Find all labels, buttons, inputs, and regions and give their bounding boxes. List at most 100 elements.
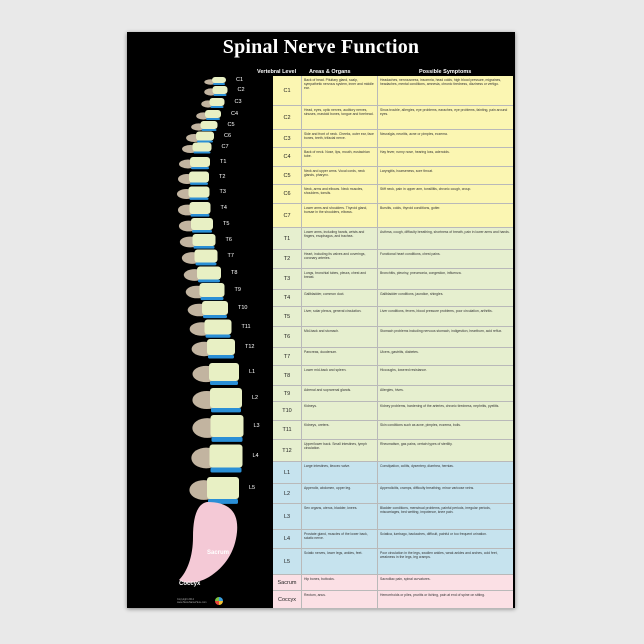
cell-level: T9 xyxy=(273,386,302,401)
vertebra xyxy=(210,388,242,408)
cell-level: C5 xyxy=(273,167,302,184)
header-level: Vertebral Level xyxy=(257,69,297,75)
disc xyxy=(210,467,242,473)
vertebra xyxy=(209,444,243,468)
cell-symptoms: Sinus trouble, allergies, eye problems, … xyxy=(380,108,508,116)
vertebra xyxy=(188,186,210,198)
cell-level: L4 xyxy=(273,530,302,548)
disc xyxy=(198,279,220,283)
vertebra xyxy=(199,283,225,297)
vertebra xyxy=(209,363,239,381)
disc xyxy=(208,355,234,359)
cell-symptoms: Hemorrhoids or piles, pruritis or itchin… xyxy=(380,593,485,597)
cell-level: C3 xyxy=(273,130,302,147)
cell-symptoms: Appendicitis, cramps, difficulty breathi… xyxy=(380,486,475,490)
table-headers: Vertebral Level Areas & Organs Possible … xyxy=(257,68,497,78)
vertebra xyxy=(190,157,210,167)
header-areas: Areas & Organs xyxy=(309,69,351,75)
disc xyxy=(191,167,209,170)
vertebra xyxy=(210,415,244,437)
vertebra xyxy=(212,77,226,83)
disc xyxy=(205,334,231,338)
vertebra-label: T2 xyxy=(219,174,226,180)
coccyx-label: Coccyx xyxy=(179,581,201,587)
cell-level: T1 xyxy=(273,228,302,249)
spine-illustration xyxy=(176,77,244,583)
cell-level: Coccyx xyxy=(273,591,302,608)
vertebra xyxy=(196,131,214,141)
vertebra-label: C6 xyxy=(224,133,232,139)
cell-areas: Back of neck. Nose, lips, mouth, eustach… xyxy=(302,148,378,166)
cell-areas: Neck and upper arms. Vocal cords, neck g… xyxy=(302,167,378,184)
cell-areas: Lower mid-back and spleen. xyxy=(302,366,378,385)
cell-symptoms: Bronchitis, pleurisy, pneumonia, congest… xyxy=(380,271,462,275)
cell-areas: Rectum, anus. xyxy=(302,591,378,608)
disc xyxy=(203,315,227,319)
vertebra-label: L5 xyxy=(249,485,256,491)
cell-areas: Gallbladder, common duct. xyxy=(302,290,378,306)
cell-symptoms: Kidney problems, hardening of the arteri… xyxy=(380,404,500,408)
disc xyxy=(213,94,227,96)
cell-areas: Prostate gland, muscles of the lower bac… xyxy=(302,530,378,548)
disc xyxy=(211,437,243,442)
cell-areas: Head, eyes, optic nerves, auditory nerve… xyxy=(302,106,378,129)
cell-areas: Kidneys, ureters. xyxy=(302,421,378,439)
disc xyxy=(190,182,208,185)
cell-level: T7 xyxy=(273,348,302,365)
cell-level: C7 xyxy=(273,204,302,227)
vertebra xyxy=(191,218,213,230)
cell-areas: Neck, arms and elbows. Neck muscles, sho… xyxy=(302,185,378,203)
disc xyxy=(210,381,238,385)
cell-level: L3 xyxy=(273,504,302,529)
vertebra-label: T10 xyxy=(238,305,248,311)
vertebra-label: T1 xyxy=(220,159,227,165)
vertebra xyxy=(205,110,221,118)
sacrum-bone xyxy=(179,502,238,583)
vertebra xyxy=(192,234,216,246)
vertebra xyxy=(189,202,211,214)
cell-symptoms: Hay fever, runny nose, hearing loss, ade… xyxy=(380,150,450,154)
vertebra xyxy=(194,249,218,263)
cell-symptoms: Gallbladder conditions, jaundice, shingl… xyxy=(380,292,444,296)
page-title: Spinal Nerve Function xyxy=(222,36,420,58)
cell-level: T2 xyxy=(273,250,302,268)
disc xyxy=(197,140,213,143)
cell-symptoms: Skin conditions such as acne, pimples, e… xyxy=(380,423,461,427)
vertebra-label: T12 xyxy=(245,344,255,350)
vertebra xyxy=(192,142,212,152)
disc xyxy=(206,118,220,120)
disc xyxy=(210,106,224,108)
header-symptoms: Possible Symptoms xyxy=(419,69,472,75)
vertebra xyxy=(212,86,228,94)
cell-level: T5 xyxy=(273,307,302,326)
cell-level: C4 xyxy=(273,148,302,166)
vertebra-label: T6 xyxy=(225,237,232,243)
cell-level: T6 xyxy=(273,327,302,347)
vertebra-label: L2 xyxy=(252,395,259,401)
copyright-text: Copyright 2012 www.StoreNameHere.com xyxy=(177,598,207,604)
cell-level: T11 xyxy=(273,421,302,439)
vertebra xyxy=(204,319,232,335)
cell-symptoms: Allergies, hives. xyxy=(380,388,404,392)
cell-symptoms: Bladder conditions, menstrual problems, … xyxy=(380,506,491,514)
disc xyxy=(190,214,210,217)
cell-level: Sacrum xyxy=(273,575,302,590)
cell-symptoms: Neuralgia, neuritis, acne or pimples, ec… xyxy=(380,132,448,136)
cell-areas: Pancreas, duodenum. xyxy=(302,348,378,365)
cell-areas: Back of head. Pituitary gland, scalp, sy… xyxy=(302,76,378,105)
